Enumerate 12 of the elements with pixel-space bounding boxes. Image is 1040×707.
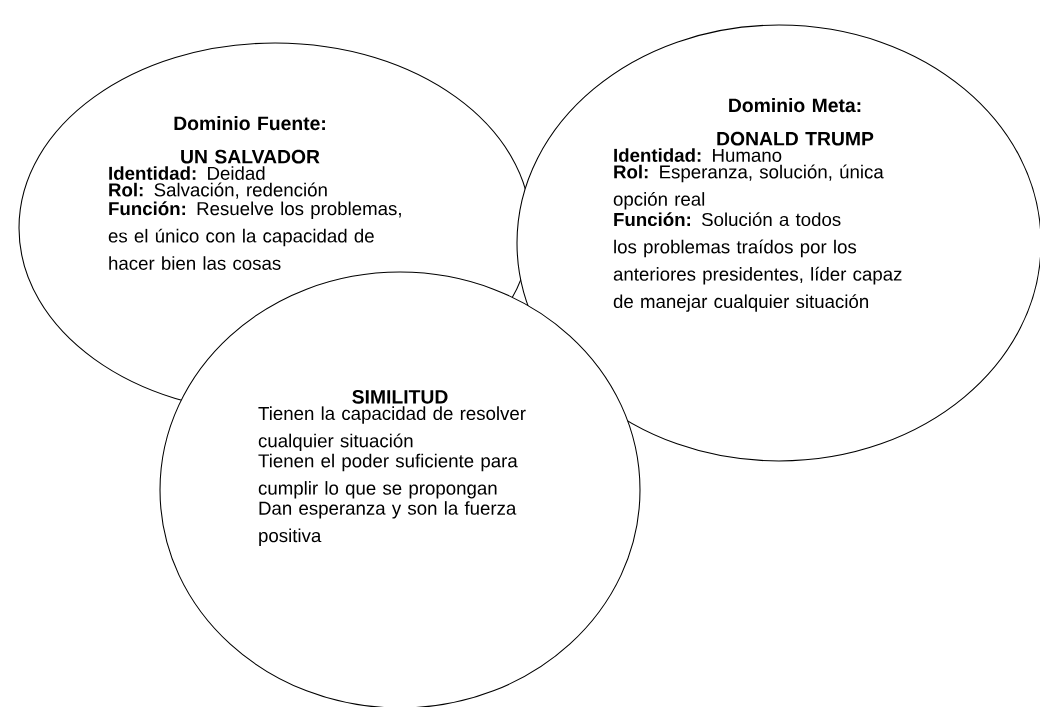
body-text: Rol: Esperanza, solución, única opción real — [613, 164, 884, 210]
heading: Dominio Fuente: UN SALVADOR — [174, 116, 325, 164]
body-text: Función: Resuelve los problemas, es el único con la capacidad de hacer bien las cosas — [108, 201, 401, 270]
heading: SIMILITUD — [352, 390, 448, 404]
body-text: Dan esperanza y son la fuerza positiva — [259, 501, 517, 546]
heading: Dominio Meta: DONALD TRUMP — [717, 98, 874, 146]
body-text: Tienen el poder suficiente para cumplir lo que se propongan — [258, 453, 518, 499]
body-text: Identidad: Deidad — [109, 166, 265, 180]
body-text: Identidad: Humano — [614, 148, 782, 162]
body-text: Función: Solución a todos los problemas traídos por los anteriores presidentes, líder capaz de manejar cualquier situación — [613, 212, 902, 312]
body-text: Rol: Salvación, redención — [109, 182, 327, 199]
body-text: Tienen la capacidad de resolver cualquier situación — [258, 406, 526, 452]
